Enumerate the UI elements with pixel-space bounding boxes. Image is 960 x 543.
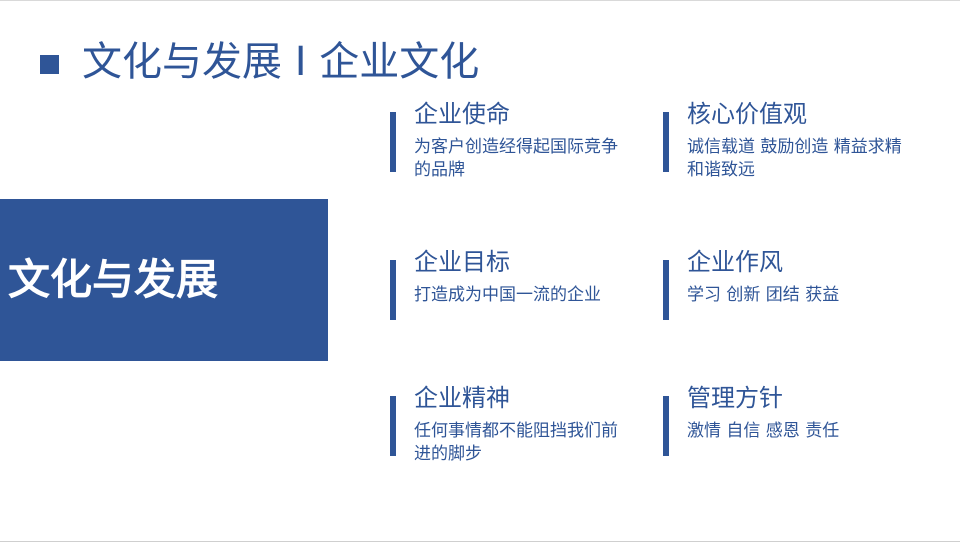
item-description: 任何事情都不能阻挡我们前进的脚步 — [414, 421, 618, 464]
bottom-divider — [0, 541, 960, 542]
item-title: 企业精神 — [414, 384, 510, 412]
title-bullet-square — [40, 55, 59, 74]
item-title: 企业目标 — [414, 248, 510, 276]
item-description: 学习 创新 团结 获益 — [687, 285, 840, 305]
top-divider — [0, 0, 960, 1]
page-title: 文化与发展 I 企业文化 — [82, 39, 480, 85]
item-accent-bar — [390, 396, 396, 456]
item-accent-bar — [663, 260, 669, 320]
item-title: 核心价值观 — [687, 100, 807, 128]
side-panel — [0, 199, 328, 361]
item-accent-bar — [390, 260, 396, 320]
item-accent-bar — [663, 396, 669, 456]
item-title: 企业使命 — [414, 100, 510, 128]
item-title: 企业作风 — [687, 248, 783, 276]
item-description: 激情 自信 感恩 责任 — [687, 421, 840, 441]
item-description: 打造成为中国一流的企业 — [414, 285, 601, 305]
item-accent-bar — [663, 112, 669, 172]
item-title: 管理方针 — [687, 384, 783, 412]
item-accent-bar — [390, 112, 396, 172]
item-description: 诚信载道 鼓励创造 精益求精 和谐致远 — [687, 137, 902, 180]
item-description: 为客户创造经得起国际竞争的品牌 — [414, 137, 618, 180]
side-panel-title: 文化与发展 — [8, 255, 219, 304]
